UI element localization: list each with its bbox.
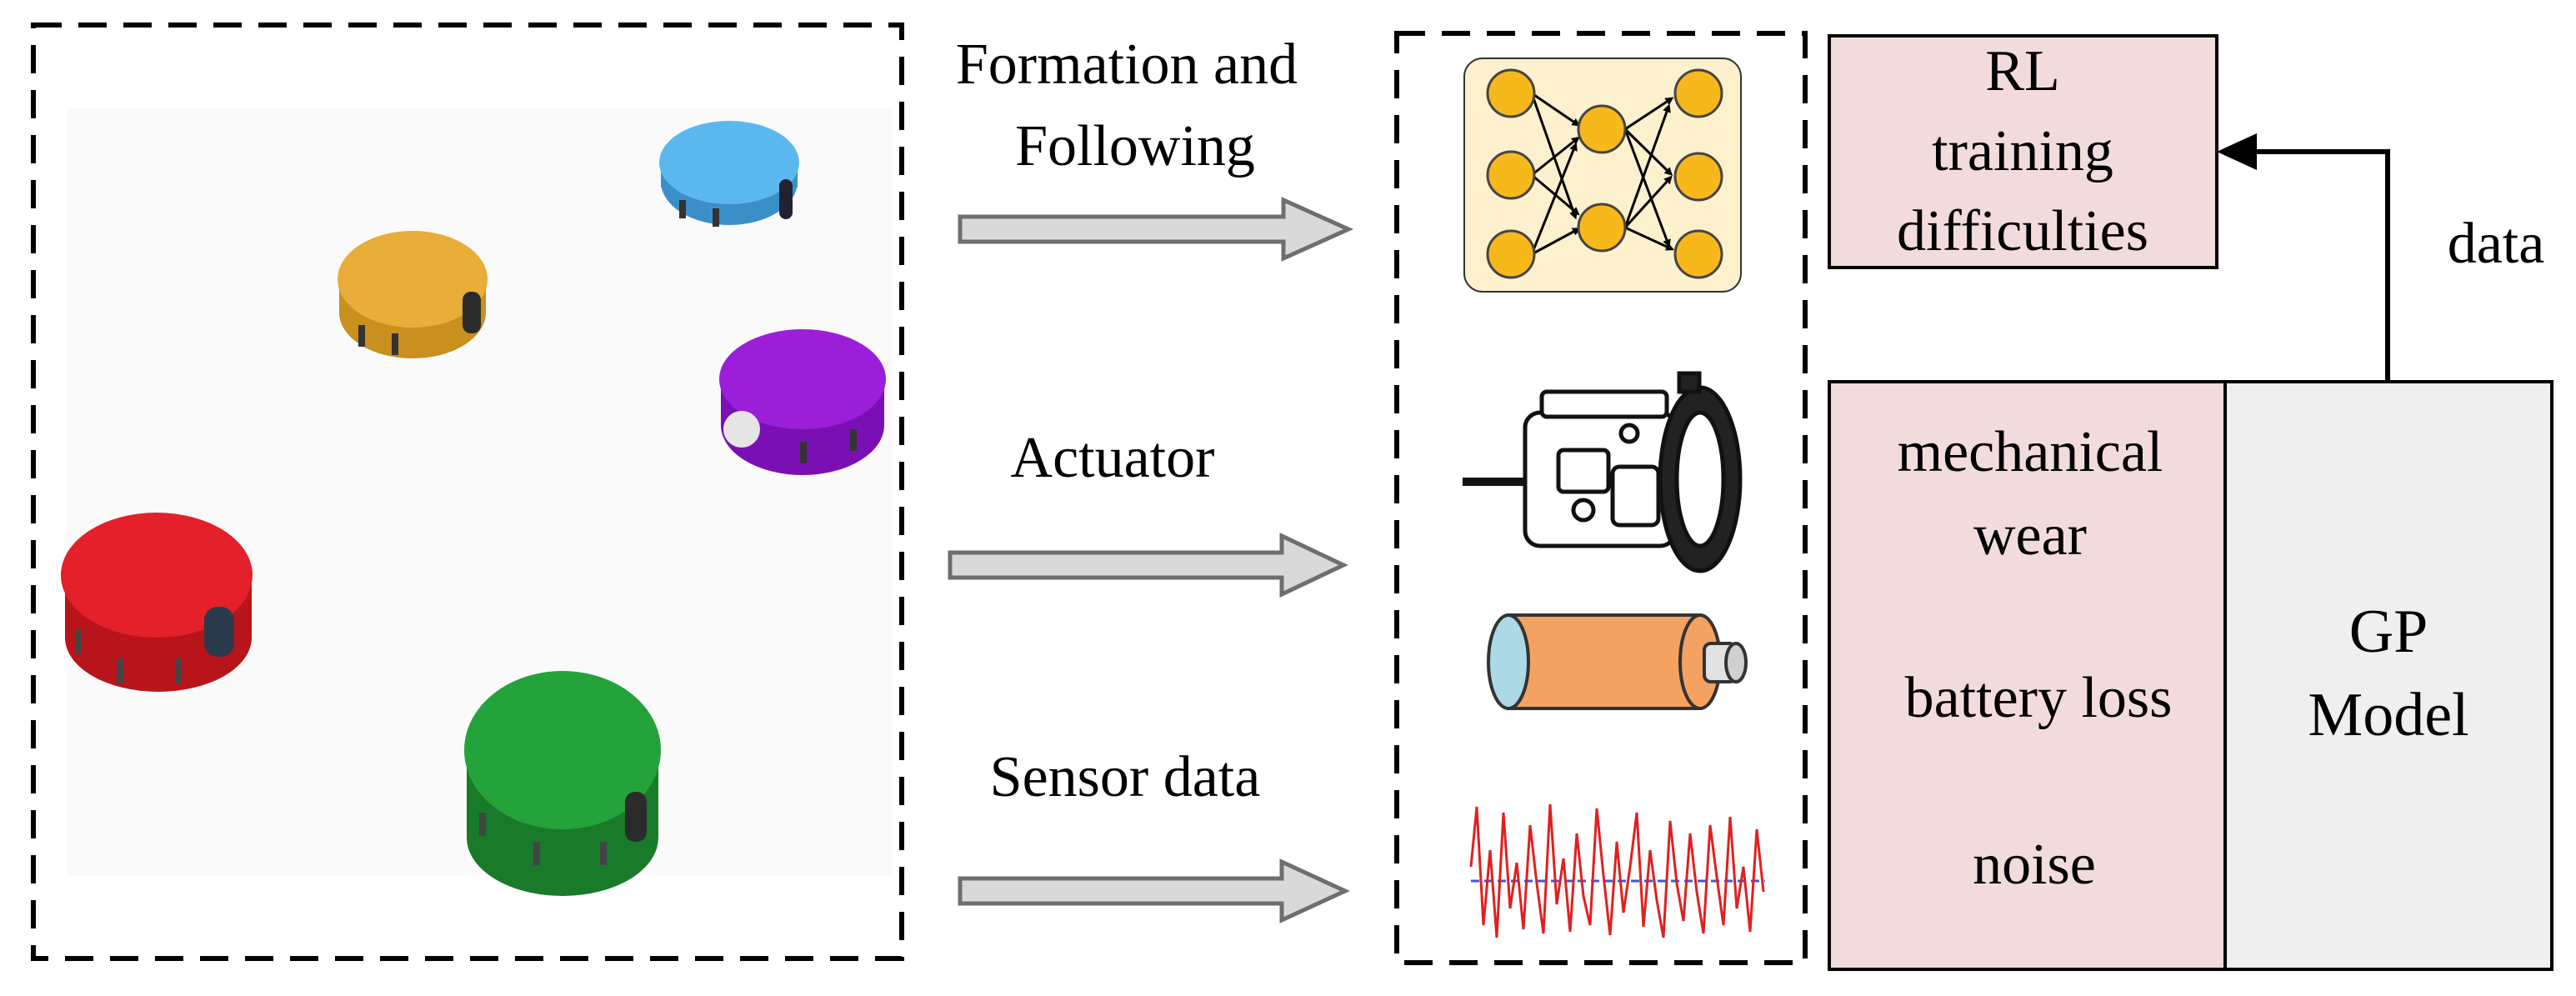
motor-icon — [1463, 371, 1743, 573]
battery-icon — [1487, 613, 1748, 710]
noise-signal-icon — [1469, 803, 1765, 938]
red-robot — [61, 513, 253, 692]
factors-panel — [1394, 31, 1808, 965]
rl-label-line2: training — [1932, 119, 2113, 183]
rl-label-line1: RL — [1985, 39, 2059, 103]
mechanical-wear-line2: wear — [1973, 503, 2087, 568]
battery-loss-label: battery loss — [1905, 666, 2173, 730]
blue-robot — [659, 121, 799, 227]
gp-label-line1: GP — [2349, 598, 2428, 666]
data-arrow — [2217, 133, 2390, 382]
robot-scene-panel — [31, 23, 904, 961]
orange-robot — [338, 231, 488, 358]
mechanical-wear-line1: mechanical — [1898, 420, 2163, 484]
formation-label-line2: Following — [1015, 114, 1255, 178]
rl-difficulties-box: RL training difficulties — [1828, 34, 2218, 269]
gp-label-line2: Model — [2308, 681, 2468, 749]
noise-label: noise — [1973, 833, 2096, 897]
purple-robot — [719, 329, 886, 475]
actuator-label: Actuator — [1011, 426, 1215, 490]
formation-label: Formation and Following — [956, 33, 1298, 178]
formation-arrow — [958, 197, 1354, 262]
formation-label-line1: Formation and — [956, 33, 1298, 97]
data-label: data — [2448, 212, 2545, 276]
gp-model-box: GP Model — [2223, 380, 2553, 971]
sensor-arrow — [958, 858, 1350, 923]
actuator-arrow — [948, 533, 1348, 598]
green-robot — [464, 671, 661, 896]
factors-box: mechanical wear battery loss noise — [1828, 380, 2227, 971]
neural-network-icon — [1463, 58, 1742, 293]
sensor-data-label: Sensor data — [990, 745, 1261, 809]
rl-label-line3: difficulties — [1897, 199, 2148, 263]
